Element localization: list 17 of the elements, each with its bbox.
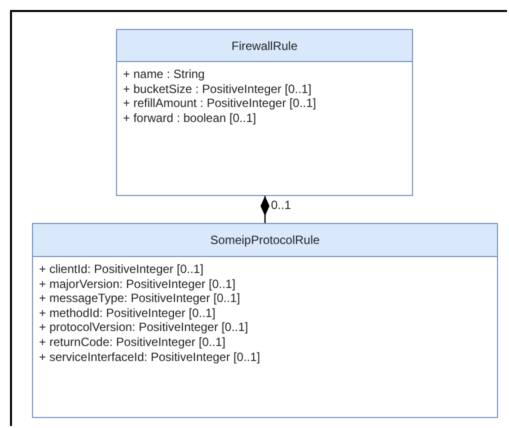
attribute-text: + returnCode: PositiveInteger [0..1] — [39, 334, 226, 350]
attribute-text: + name : String — [123, 67, 205, 82]
attribute-text: + forward : boolean [0..1] — [123, 110, 256, 126]
class-name: SomeipProtocolRule — [210, 233, 320, 247]
multiplicity-label: 0..1 — [270, 198, 292, 212]
class-name: FirewallRule — [231, 38, 298, 52]
composition-line — [260, 196, 270, 223]
attribute-text: + methodId: PositiveInteger [0..1] — [39, 306, 216, 320]
attribute-text: + messageType: PositiveInteger [0..1] — [39, 291, 240, 306]
class-box — [116, 29, 413, 196]
attribute-text: + bucketSize : PositiveInteger [0..1] — [123, 82, 312, 96]
attribute-text: + clientId: PositiveInteger [0..1] — [39, 262, 204, 277]
attribute-text: + protocolVersion: PositiveInteger [0..1] — [39, 320, 248, 335]
attribute-text: + majorVersion: PositiveInteger [0..1] — [39, 276, 236, 292]
attribute-text: + serviceInterfaceId: PositiveInteger [0..1] — [39, 350, 260, 364]
class-box — [32, 223, 498, 418]
attribute-text: + refillAmount : PositiveInteger [0..1] — [123, 96, 316, 111]
